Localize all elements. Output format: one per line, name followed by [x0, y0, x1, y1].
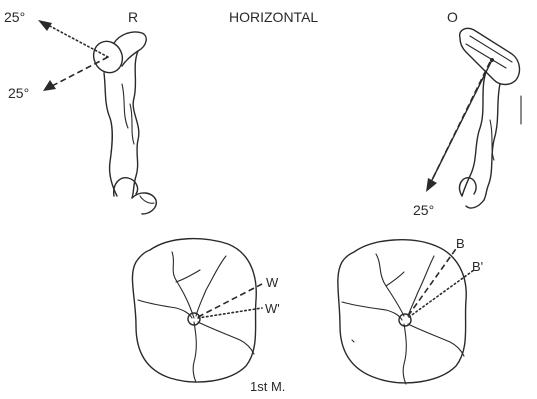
left-letter-label: R: [128, 9, 138, 25]
left-molar-drawing: [132, 239, 256, 382]
title-label: HORIZONTAL: [229, 9, 318, 25]
left-lower-dashed-arrow: [43, 57, 108, 91]
left-condyle-drawing: [89, 32, 157, 214]
b-prime-dotted-line: [409, 270, 474, 317]
angle-left-top-label: 25°: [4, 9, 25, 25]
b-dashed-line: [408, 246, 458, 316]
caption-label: 1st M.: [250, 379, 285, 394]
angle-left-bottom-label: 25°: [8, 85, 29, 101]
right-letter-label: O: [447, 9, 458, 25]
w-dashed-line: [198, 284, 262, 317]
w-prime-label: W': [265, 301, 280, 316]
b-label: B: [456, 236, 465, 251]
right-condyle-drawing: [460, 28, 521, 208]
w-prime-dotted-line: [198, 308, 262, 318]
b-prime-label: B': [472, 259, 483, 274]
w-label: W: [266, 275, 279, 290]
left-upper-dotted-arrow: [38, 20, 108, 57]
angle-right-bottom-label: 25°: [413, 202, 434, 218]
